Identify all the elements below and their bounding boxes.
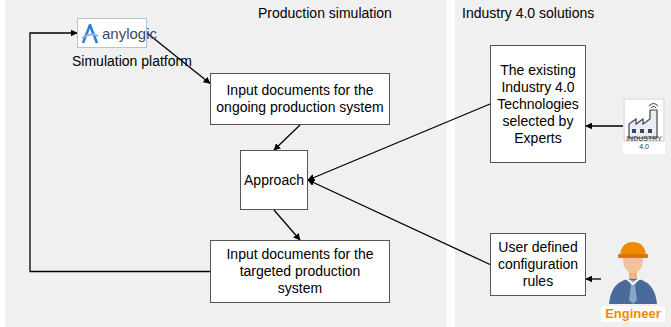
logo-mark <box>81 23 99 45</box>
box-text: User defined configuration rules <box>496 239 580 290</box>
box-text: Input documents for the targeted product… <box>216 246 384 297</box>
region-panel: Industry 4.0 solutionsThe existing Indus… <box>455 0 671 327</box>
process-box: Input documents for the targeted product… <box>210 240 390 303</box>
box-text: Input documents for the ongoing producti… <box>216 82 384 116</box>
icon-label: Engineer <box>601 306 665 322</box>
industry-icon: INDUSTRY 4.0 <box>623 98 665 154</box>
process-box: The existing Industry 4.0 Technologies s… <box>490 45 586 163</box>
box-text: The existing Industry 4.0 Technologies s… <box>496 62 580 147</box>
logo-text: anylogic <box>102 25 157 42</box>
box-text: Approach <box>244 172 304 189</box>
icon-label: INDUSTRY 4.0 <box>623 135 665 151</box>
engineer-symbol <box>601 236 665 304</box>
process-box: Input documents for the ongoing producti… <box>210 73 390 125</box>
engineer-icon: Engineer <box>601 236 665 322</box>
approach-box: Approach <box>240 150 308 210</box>
logo-caption: Simulation platform <box>72 53 156 69</box>
panel-heading: Production simulation <box>258 5 392 21</box>
region-panel: Production simulationanylogicSimulation … <box>5 0 447 327</box>
logo-box: anylogicSimulation platform <box>77 18 147 48</box>
process-box: User defined configuration rules <box>490 233 586 296</box>
panel-heading: Industry 4.0 solutions <box>462 5 594 21</box>
